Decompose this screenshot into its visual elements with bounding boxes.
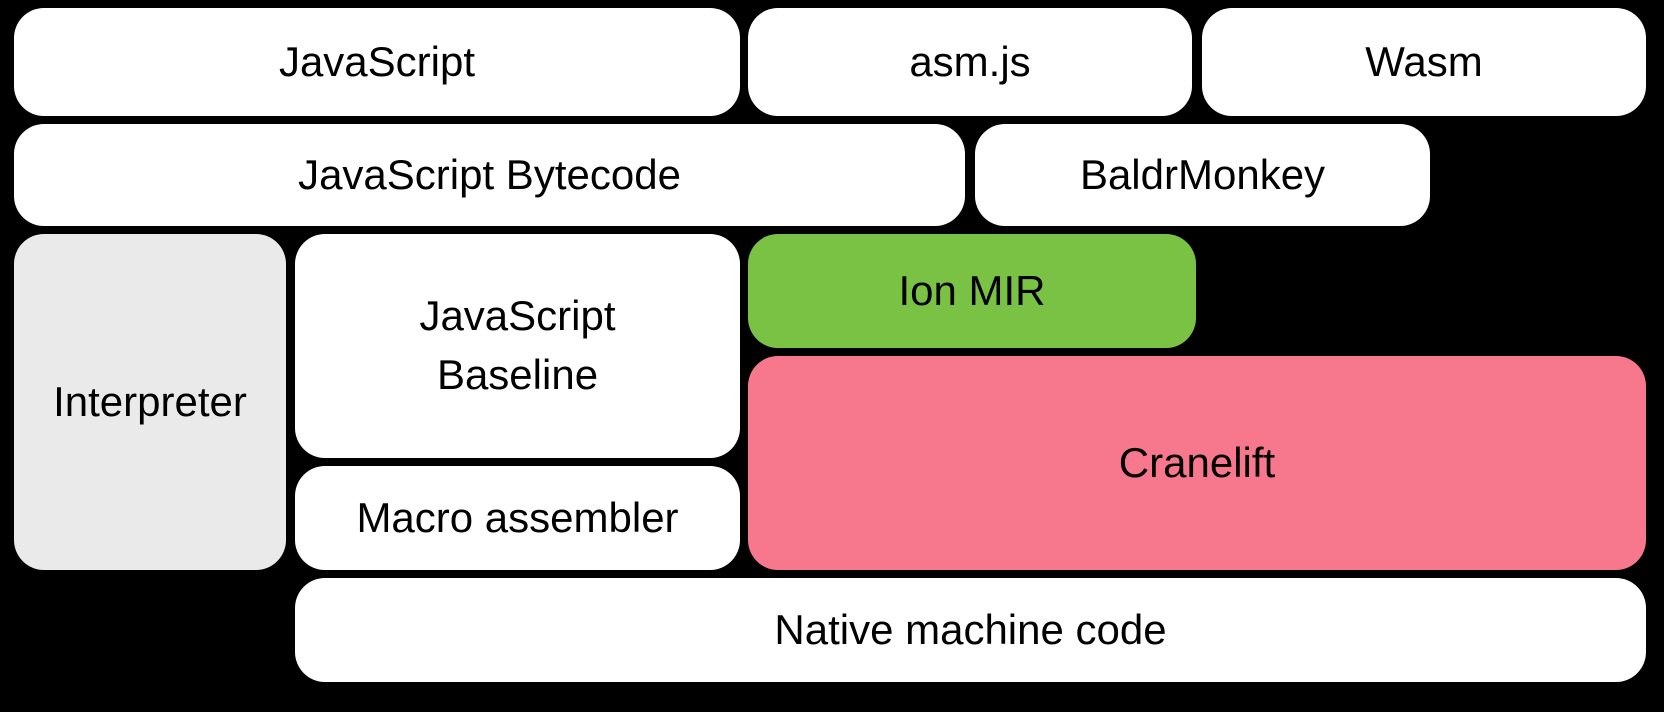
box-javascript-baseline: JavaScript Baseline bbox=[295, 234, 740, 458]
box-asmjs: asm.js bbox=[748, 8, 1192, 116]
box-cranelift: Cranelift bbox=[748, 356, 1646, 570]
box-javascript: JavaScript bbox=[14, 8, 740, 116]
box-baldrmonkey: BaldrMonkey bbox=[975, 124, 1430, 226]
box-ion-mir: Ion MIR bbox=[748, 234, 1196, 348]
box-interpreter: Interpreter bbox=[14, 234, 286, 570]
box-macro-assembler: Macro assembler bbox=[295, 466, 740, 570]
box-wasm: Wasm bbox=[1202, 8, 1646, 116]
box-javascript-bytecode: JavaScript Bytecode bbox=[14, 124, 965, 226]
box-native-machine-code: Native machine code bbox=[295, 578, 1646, 682]
